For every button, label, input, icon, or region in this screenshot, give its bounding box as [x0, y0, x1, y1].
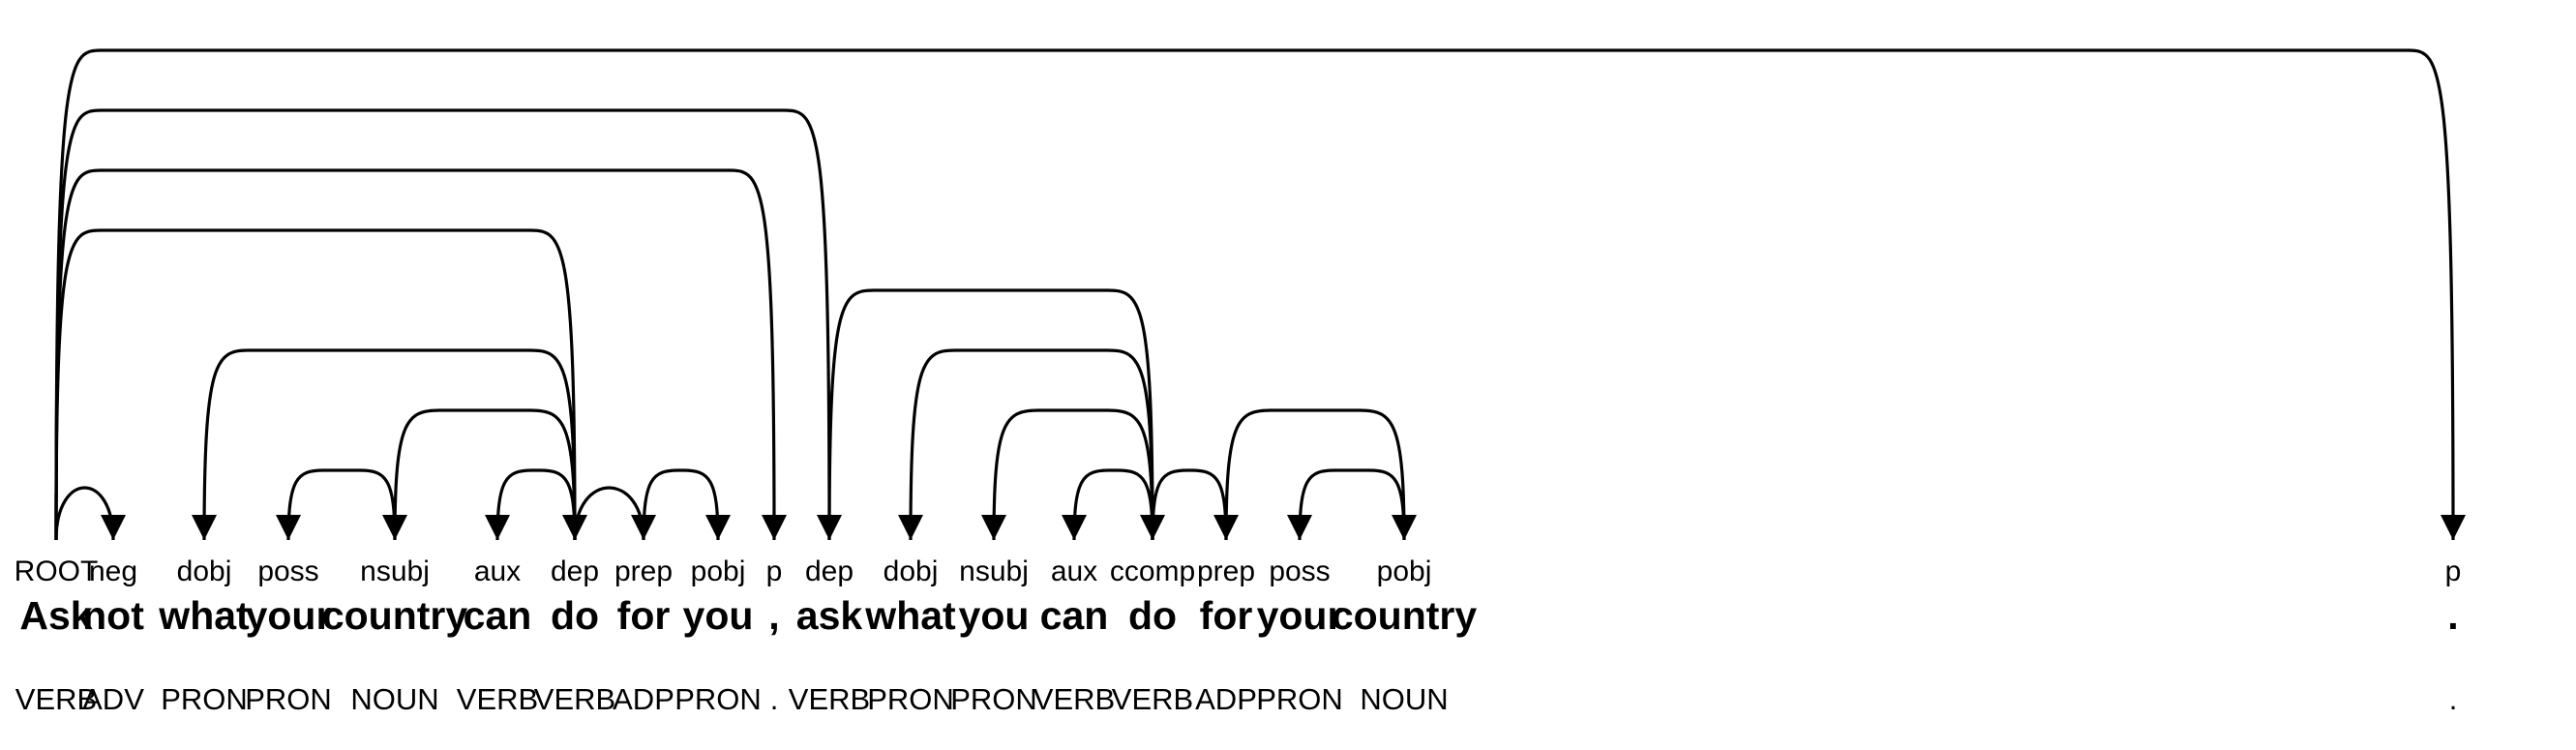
- dependency-arc: [54, 168, 776, 541]
- dep-label-neg-1: neg: [89, 555, 137, 587]
- token-word-6[interactable]: do: [551, 593, 599, 638]
- dep-label-pobj-17: pobj: [1377, 555, 1432, 587]
- token-word-1[interactable]: not: [82, 593, 144, 638]
- token-word-16[interactable]: your: [1257, 593, 1343, 638]
- dep-label-dobj-2: dobj: [177, 555, 232, 587]
- dependency-arrowhead: [762, 515, 787, 540]
- pos-tag-18: .: [2449, 682, 2458, 716]
- pos-tag-1: ADV: [82, 682, 144, 716]
- dependency-arrowhead: [485, 515, 510, 540]
- dependency-arrowhead: [101, 515, 126, 540]
- dependency-arc: [54, 228, 577, 541]
- dep-label-poss-3: poss: [257, 555, 318, 587]
- token-word-0[interactable]: Ask: [19, 593, 92, 638]
- token-word-2[interactable]: what: [158, 593, 250, 638]
- dependency-arc: [202, 348, 577, 541]
- dependency-arrowhead: [1392, 515, 1417, 540]
- pos-tag-0: VERB: [15, 682, 97, 716]
- dependency-arrowhead: [1062, 515, 1087, 540]
- dependency-arc: [573, 486, 645, 541]
- token-word-3[interactable]: your: [246, 593, 332, 638]
- dependency-arc: [286, 468, 397, 541]
- dependency-arc: [642, 468, 720, 541]
- dep-label-ROOT-0: ROOT: [15, 555, 99, 587]
- token-word-4[interactable]: country: [322, 593, 468, 638]
- token-word-10[interactable]: ask: [796, 593, 863, 638]
- dependency-arc: [1298, 468, 1406, 541]
- pos-tag-17: NOUN: [1360, 682, 1448, 716]
- token-word-9[interactable]: ,: [768, 593, 779, 638]
- pos-tag-13: VERB: [1033, 682, 1115, 716]
- dependency-arc: [54, 48, 2455, 541]
- dependency-arrowhead: [382, 515, 407, 540]
- dependency-arc: [54, 486, 115, 541]
- dep-label-nsubj-12: nsubj: [959, 555, 1029, 587]
- dep-label-ccomp-14: ccomp: [1110, 555, 1195, 587]
- pos-tag-8: PRON: [674, 682, 762, 716]
- token-word-18[interactable]: .: [2447, 593, 2458, 638]
- dep-label-pobj-8: pobj: [691, 555, 746, 587]
- pos-tag-16: PRON: [1256, 682, 1343, 716]
- arcs-layer: [54, 48, 2466, 541]
- dep-label-prep-15: prep: [1197, 555, 1255, 587]
- pos-tag-7: ADP: [613, 682, 674, 716]
- dependency-arc: [1151, 468, 1228, 541]
- dependency-arc: [827, 288, 1154, 541]
- dep-label-prep-7: prep: [614, 555, 673, 587]
- pos-tag-10: VERB: [789, 682, 870, 716]
- dependency-arrowhead: [2441, 515, 2466, 540]
- dep-label-aux-5: aux: [474, 555, 521, 587]
- dependency-arc: [1224, 408, 1406, 541]
- token-word-13[interactable]: can: [1040, 593, 1109, 638]
- dep-label-aux-13: aux: [1051, 555, 1097, 587]
- pos-tag-4: NOUN: [350, 682, 438, 716]
- dependency-arrowhead: [192, 515, 217, 540]
- dependency-arc: [393, 408, 577, 541]
- token-word-17[interactable]: country: [1332, 593, 1478, 638]
- pos-tag-2: PRON: [161, 682, 248, 716]
- pos-tag-15: ADP: [1195, 682, 1257, 716]
- dependency-arc: [909, 348, 1154, 541]
- pos-tag-5: VERB: [457, 682, 538, 716]
- token-word-11[interactable]: what: [864, 593, 956, 638]
- token-word-5[interactable]: can: [464, 593, 532, 638]
- dependency-arrowhead: [898, 515, 923, 540]
- dependency-arrowhead: [276, 515, 301, 540]
- dep-label-dep-6: dep: [551, 555, 599, 587]
- dependency-arc: [992, 408, 1154, 541]
- dependency-arrowhead: [1287, 515, 1312, 540]
- dep-label-dep-10: dep: [805, 555, 854, 587]
- dependency-arc: [495, 468, 577, 541]
- dependency-arc: [1072, 468, 1154, 541]
- dep-label-p-9: p: [766, 555, 783, 587]
- dep-label-poss-16: poss: [1269, 555, 1330, 587]
- dep-label-p-18: p: [2445, 555, 2462, 587]
- dependency-arc: [54, 108, 831, 541]
- token-word-15[interactable]: for: [1200, 593, 1253, 638]
- token-word-14[interactable]: do: [1128, 593, 1177, 638]
- pos-tag-11: PRON: [867, 682, 954, 716]
- pos-tag-12: PRON: [950, 682, 1037, 716]
- pos-tag-3: PRON: [245, 682, 332, 716]
- dep-label-dobj-11: dobj: [884, 555, 939, 587]
- pos-tag-9: .: [770, 682, 779, 716]
- dependency-arrowhead: [705, 515, 731, 540]
- token-word-7[interactable]: for: [617, 593, 671, 638]
- pos-tag-14: VERB: [1112, 682, 1193, 716]
- dep-label-nsubj-4: nsubj: [360, 555, 430, 587]
- token-word-12[interactable]: you: [959, 593, 1030, 638]
- pos-tag-6: VERB: [534, 682, 615, 716]
- token-word-8[interactable]: you: [683, 593, 754, 638]
- dependency-arrowhead: [981, 515, 1006, 540]
